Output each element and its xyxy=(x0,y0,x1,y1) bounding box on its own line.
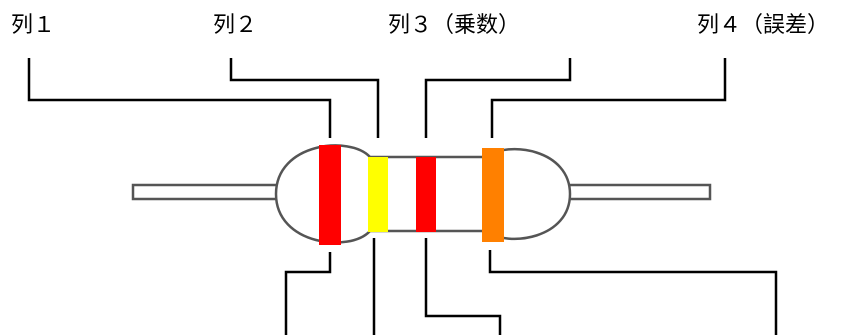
band1-bottom-leader xyxy=(284,252,332,335)
band1-label: 列１ xyxy=(11,13,56,38)
band4-bottom-leader xyxy=(488,250,778,335)
band1-color xyxy=(319,145,341,245)
band2-label: 列２ xyxy=(213,13,258,38)
band3-bottom-leader xyxy=(424,238,502,335)
band4-tolerance-label: 列４（誤差） xyxy=(697,13,830,38)
band4-top-leader xyxy=(490,58,727,138)
band3-multiplier-label: 列３（乗数） xyxy=(388,13,521,38)
left-lead xyxy=(131,183,283,201)
band2-color xyxy=(368,157,388,232)
band3-color xyxy=(416,157,436,232)
band2-top-leader xyxy=(229,58,380,138)
band1-top-leader xyxy=(27,58,332,138)
right-lead xyxy=(560,183,712,201)
band4-color xyxy=(482,148,504,242)
band3-top-leader xyxy=(424,58,572,138)
